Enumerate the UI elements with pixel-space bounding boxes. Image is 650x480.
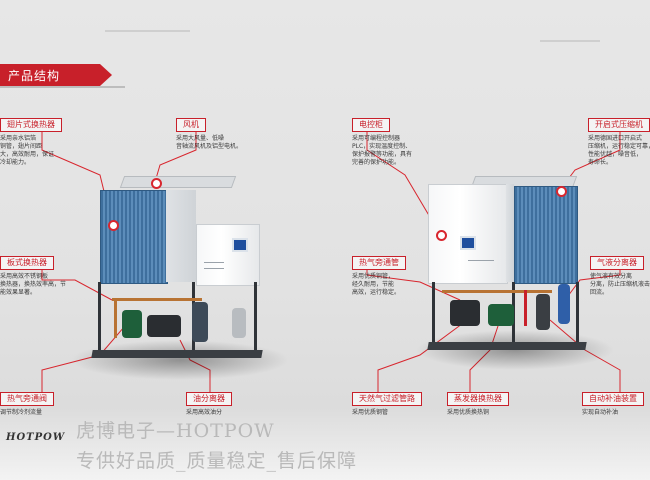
callout-natural-gas-pipe: 天然气过滤管路 采用优质钢管 xyxy=(352,386,432,417)
callout-label: 风机 xyxy=(176,118,206,132)
callout-desc: 采用可编程控制器 PLC，实现温度控制、 保护报警等功能，具有 完善的保护功能。 xyxy=(352,135,413,166)
watermark-line-2: 专供好品质_质量稳定_售后保障 xyxy=(76,450,358,472)
gas-liquid-separator xyxy=(536,294,550,330)
machine-base xyxy=(91,350,263,358)
callout-label: 板式换热器 xyxy=(0,256,54,270)
fin-coil-panel xyxy=(514,186,578,284)
callout-desc: 采用亲水铝箔 铜管，翅片间距 大，高效耐用，保证 冷却能力。 xyxy=(0,135,55,166)
watermark-line-1: 虎博电子—HOTPOW xyxy=(76,420,275,442)
gas-liquid-separator xyxy=(232,308,246,338)
copper-pipe xyxy=(524,290,527,326)
callout-fan: 风机 采用大风量、低噪 音轴流风机及铝型电机。 xyxy=(176,112,256,151)
compressor xyxy=(122,310,142,338)
callout-desc: 实现自动补油 xyxy=(582,409,619,416)
section-title: 产品结构 xyxy=(8,69,61,83)
callout-fin-exchanger: 翅片式换热器 采用亲水铝箔 铜管，翅片间距 大，高效耐用，保证 冷却能力。 xyxy=(0,112,80,167)
oil-separator xyxy=(558,284,570,324)
marker-dot xyxy=(556,186,567,197)
callout-fluorine-exchanger: 蒸发器换热器 采用优质换热铜 xyxy=(447,386,527,417)
callout-label: 开启式压缩机 xyxy=(588,118,650,132)
panel-line xyxy=(204,268,224,269)
callout-open-compressor: 开启式压缩机 采用德国进口开启式 压缩机，运行稳定可靠， 性能优越，噪音低， 寿… xyxy=(588,112,650,167)
top-decoration-line xyxy=(540,40,600,42)
callout-desc: 采用高效不锈钢板 换热器，换热效率高，节 能效果显著。 xyxy=(0,273,67,296)
cabinet-side xyxy=(166,190,196,282)
callout-desc: 采用优质换热铜 xyxy=(447,409,490,416)
callout-label: 热气旁通管 xyxy=(352,256,406,270)
cabinet-side xyxy=(506,184,514,282)
callout-shell-exchanger: 板式换热器 采用高效不锈钢板 换热器，换热效率高，节 能效果显著。 xyxy=(0,250,80,297)
oil-separator xyxy=(192,302,208,342)
callout-label: 热气旁通阀 xyxy=(0,392,54,406)
right-chiller-unit xyxy=(427,172,588,357)
left-chiller-unit xyxy=(91,176,263,370)
support-frame-post xyxy=(98,282,101,354)
callout-label: 气液分离器 xyxy=(590,256,644,270)
support-frame-post xyxy=(576,282,579,342)
callout-gas-separator: 气液分离器 使气液有效分离 分离，防止压缩机液击 回流。 xyxy=(590,250,650,297)
brand-logo: HOTPOW xyxy=(6,432,66,443)
section-underline xyxy=(0,86,125,88)
top-fan-housing xyxy=(119,176,237,188)
copper-pipe xyxy=(442,290,552,293)
compressor xyxy=(147,315,181,337)
compressor xyxy=(488,304,514,326)
panel-line xyxy=(204,262,224,263)
control-screen xyxy=(232,238,248,252)
section-title-tab: 产品结构 xyxy=(0,64,120,86)
callout-desc: 采用大风量、低噪 音轴流风机及铝型电机。 xyxy=(176,135,243,150)
callout-heat-recovery: 热气旁通阀 调节制冷剂流量 xyxy=(0,386,80,417)
control-screen xyxy=(460,236,476,250)
top-decoration-line xyxy=(105,30,190,32)
machine-shadow xyxy=(415,330,615,370)
callout-label: 翅片式换热器 xyxy=(0,118,62,132)
compressor xyxy=(450,300,480,326)
callout-desc: 采用优质钢管 xyxy=(352,409,389,416)
callout-auto-replenish: 自动补油装置 实现自动补油 xyxy=(582,386,650,417)
callout-control-box: 电控柜 采用可编程控制器 PLC，实现温度控制、 保护报警等功能，具有 完善的保… xyxy=(352,112,432,167)
machine-base xyxy=(427,342,587,350)
fin-coil-panel xyxy=(100,190,168,284)
callout-label: 天然气过滤管路 xyxy=(352,392,422,406)
callout-oil-separator: 油分离器 采用高效油分 xyxy=(186,386,266,417)
callout-desc: 调节制冷剂流量 xyxy=(0,409,43,416)
callout-label: 蒸发器换热器 xyxy=(447,392,509,406)
callout-label: 油分离器 xyxy=(186,392,232,406)
callout-desc: 采用优质铜管， 经久耐用，节能 高效，运行稳定。 xyxy=(352,273,401,296)
copper-pipe xyxy=(112,298,202,301)
marker-dot xyxy=(108,220,119,231)
marker-dot xyxy=(151,178,162,189)
support-frame-post xyxy=(432,282,435,344)
callout-label: 电控柜 xyxy=(352,118,390,132)
callout-desc: 采用高效油分 xyxy=(186,409,223,416)
callout-label: 自动补油装置 xyxy=(582,392,644,406)
callout-refrigerant-pipe: 热气旁通管 采用优质铜管， 经久耐用，节能 高效，运行稳定。 xyxy=(352,250,432,297)
machine-shadow xyxy=(70,340,290,380)
panel-line xyxy=(468,260,494,261)
marker-dot xyxy=(436,230,447,241)
callout-desc: 采用德国进口开启式 压缩机，运行稳定可靠， 性能优越，噪音低， 寿命长。 xyxy=(588,135,650,166)
support-frame-post xyxy=(254,282,257,352)
control-cabinet xyxy=(196,224,260,286)
callout-desc: 使气液有效分离 分离，防止压缩机液击 回流。 xyxy=(590,273,650,296)
copper-pipe xyxy=(114,298,117,338)
